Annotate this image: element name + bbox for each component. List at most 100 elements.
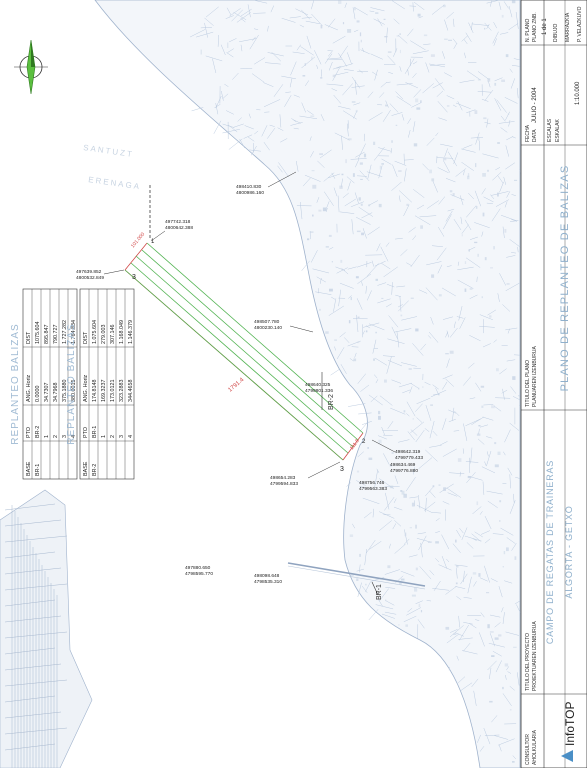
table-header-cell: BASE bbox=[26, 461, 32, 476]
buoy-b11: 498098.648 4798535.310 bbox=[254, 573, 282, 585]
svg-text:498654.283: 498654.283 bbox=[270, 475, 296, 481]
buoy-b2: 497742.318 4800642.388 bbox=[151, 219, 193, 241]
table-cell: 0.0000 bbox=[35, 386, 41, 403]
table-cell: 1.168.049 bbox=[119, 320, 125, 344]
svg-text:497880.650: 497880.650 bbox=[185, 565, 211, 571]
escalas-sub: ESKALAK bbox=[555, 119, 561, 142]
svg-text:498507.780: 498507.780 bbox=[254, 319, 280, 325]
svg-text:4800230.140: 4800230.140 bbox=[254, 325, 282, 331]
dibujo-value: P. VELAZKUVO bbox=[577, 6, 583, 42]
svg-text:498410.830: 498410.830 bbox=[236, 184, 262, 190]
map-label-area-1: SANTUZT bbox=[83, 143, 135, 159]
svg-text:4800642.388: 4800642.388 bbox=[165, 225, 193, 231]
svg-text:4799594.833: 4799594.833 bbox=[270, 481, 298, 487]
svg-text:498098.648: 498098.648 bbox=[254, 573, 280, 579]
svg-text:497742.318: 497742.318 bbox=[165, 219, 191, 225]
svg-text:497639.852: 497639.852 bbox=[76, 269, 102, 275]
svg-text:4799801.336: 4799801.336 bbox=[305, 388, 333, 394]
svg-text:498642.319: 498642.319 bbox=[395, 449, 421, 455]
proyecto-label: TITULO DEL PROYECTO bbox=[525, 633, 531, 691]
svg-text:498634.469: 498634.469 bbox=[390, 462, 416, 468]
balizas-table: REPLANTEO BALIZAS BASE PTO ANG. Horiz DIST B… bbox=[10, 289, 134, 479]
buoy-b5: 498640.325 4799801.336 bbox=[305, 382, 333, 394]
buoy-b3: 497639.852 4800532.849 bbox=[76, 269, 124, 281]
table-cell: BR-2 bbox=[35, 426, 41, 438]
scale-value: 1:10.000 bbox=[575, 81, 581, 105]
dibujo-label: DIBUJO bbox=[553, 24, 559, 42]
table-cell: 279.003 bbox=[101, 325, 107, 345]
table-cell: 34.7307 bbox=[44, 383, 50, 403]
north-arrow-icon bbox=[14, 40, 48, 94]
svg-text:4800986.160: 4800986.160 bbox=[236, 190, 264, 196]
table-header-cell: PTO bbox=[26, 427, 32, 438]
plano-no-value: 1 de 1 bbox=[542, 18, 548, 35]
course-length-label: 1791.4 bbox=[227, 377, 245, 394]
proyecto-line-1: CAMPO DE REGATAS DE TRAINERAS bbox=[545, 460, 555, 644]
table-cell: 34.7968 bbox=[53, 383, 59, 403]
table-cell: BR-1 bbox=[35, 464, 41, 476]
table-cell: 2 bbox=[110, 435, 116, 438]
buoy-b8: 498654.283 4799594.833 bbox=[270, 462, 340, 487]
svg-text:4799776.880: 4799776.880 bbox=[390, 468, 418, 474]
point-label-3-end: 3 bbox=[340, 466, 344, 473]
fecha-value: JULIO - 2004 bbox=[532, 87, 538, 123]
table-cell: 1 bbox=[101, 435, 107, 438]
svg-text:4799779.433: 4799779.433 bbox=[395, 455, 423, 461]
svg-text:4799563.383: 4799563.383 bbox=[359, 486, 387, 492]
fecha-sub: DATA bbox=[532, 129, 538, 142]
table-cell: BR-2 bbox=[92, 464, 98, 476]
table-header-cell: ANG. Horiz bbox=[83, 374, 89, 402]
svg-text:498756.746: 498756.746 bbox=[359, 480, 385, 486]
table-cell: 344.4658 bbox=[128, 380, 134, 402]
buoy-b10: 497880.650 4798595.770 bbox=[185, 565, 213, 577]
table-cell: BR-1 bbox=[92, 426, 98, 438]
station-label-br1: BR-1 bbox=[376, 584, 383, 600]
escalas-label: ESCALAS bbox=[547, 118, 553, 142]
consultor-sub: AHOLKULARIA bbox=[532, 729, 538, 765]
map-label-area-2: ERENAGA bbox=[88, 175, 142, 191]
plano-title-label: TITULO DEL PLANO bbox=[525, 360, 531, 407]
svg-text:4800532.849: 4800532.849 bbox=[76, 275, 104, 281]
table-header-cell: ANG. Horiz bbox=[26, 374, 32, 402]
plano-no-sub: PLANO ZNB. bbox=[532, 12, 538, 42]
table-cell: 895.847 bbox=[44, 325, 50, 345]
table-cell: 1.146.379 bbox=[128, 320, 134, 344]
dibujo-sub: MARRAZKIA bbox=[565, 12, 571, 42]
title-block: N. PLANO PLANO ZNB. 1 de 1 DIBUJO MARRAZ… bbox=[521, 0, 587, 768]
buoy-b4: 498507.780 4800230.140 bbox=[254, 319, 313, 332]
table-header-cell: DIST bbox=[26, 331, 32, 344]
point-label-3-start: 3 bbox=[132, 274, 136, 281]
table-cell: 1.075.604 bbox=[92, 320, 98, 344]
table-title: REPLANTEO BALIZAS bbox=[10, 323, 21, 444]
fecha-label: FECHA bbox=[525, 124, 531, 142]
station-label-br2: BR-2 bbox=[328, 394, 335, 410]
svg-text:498640.325: 498640.325 bbox=[305, 382, 331, 388]
table-cell: 1075.604 bbox=[35, 322, 41, 344]
point-label-1-start: 1 bbox=[151, 239, 155, 245]
table-cell: 173.0121 bbox=[110, 380, 116, 402]
table-cell: 2 bbox=[53, 435, 59, 438]
table-cell: 790.727 bbox=[53, 325, 59, 345]
table-cell: 3 bbox=[119, 435, 125, 438]
table-cell: 307.146 bbox=[110, 325, 116, 345]
svg-text:4798535.310: 4798535.310 bbox=[254, 579, 282, 585]
svg-text:4798595.770: 4798595.770 bbox=[185, 571, 213, 577]
table-cell: 1 bbox=[44, 435, 50, 438]
table-cell: 323.2883 bbox=[119, 380, 125, 402]
table-cell: 169.3237 bbox=[101, 380, 107, 402]
table-header-cell: PTO bbox=[83, 427, 89, 438]
plano-title: PLANO DE REPLANTEO DE BALIZAS bbox=[559, 165, 571, 392]
table-header-cell: DIST bbox=[83, 331, 89, 344]
lane-line-5 bbox=[125, 270, 343, 460]
company-name: InfoTOP bbox=[563, 702, 577, 746]
table-cell: 4 bbox=[128, 435, 134, 438]
port-area bbox=[0, 490, 92, 768]
consultor-label: CONSULTOR bbox=[525, 734, 531, 765]
proyecto-sub: PROIEKTUAREN IZENBURUA bbox=[532, 621, 538, 691]
table-cell: 174.8148 bbox=[92, 380, 98, 402]
plano-title-sub: PLANUAREN IZENBURUA bbox=[532, 345, 538, 407]
table-title-2: REPLANTEO BALIZAS bbox=[66, 323, 77, 444]
